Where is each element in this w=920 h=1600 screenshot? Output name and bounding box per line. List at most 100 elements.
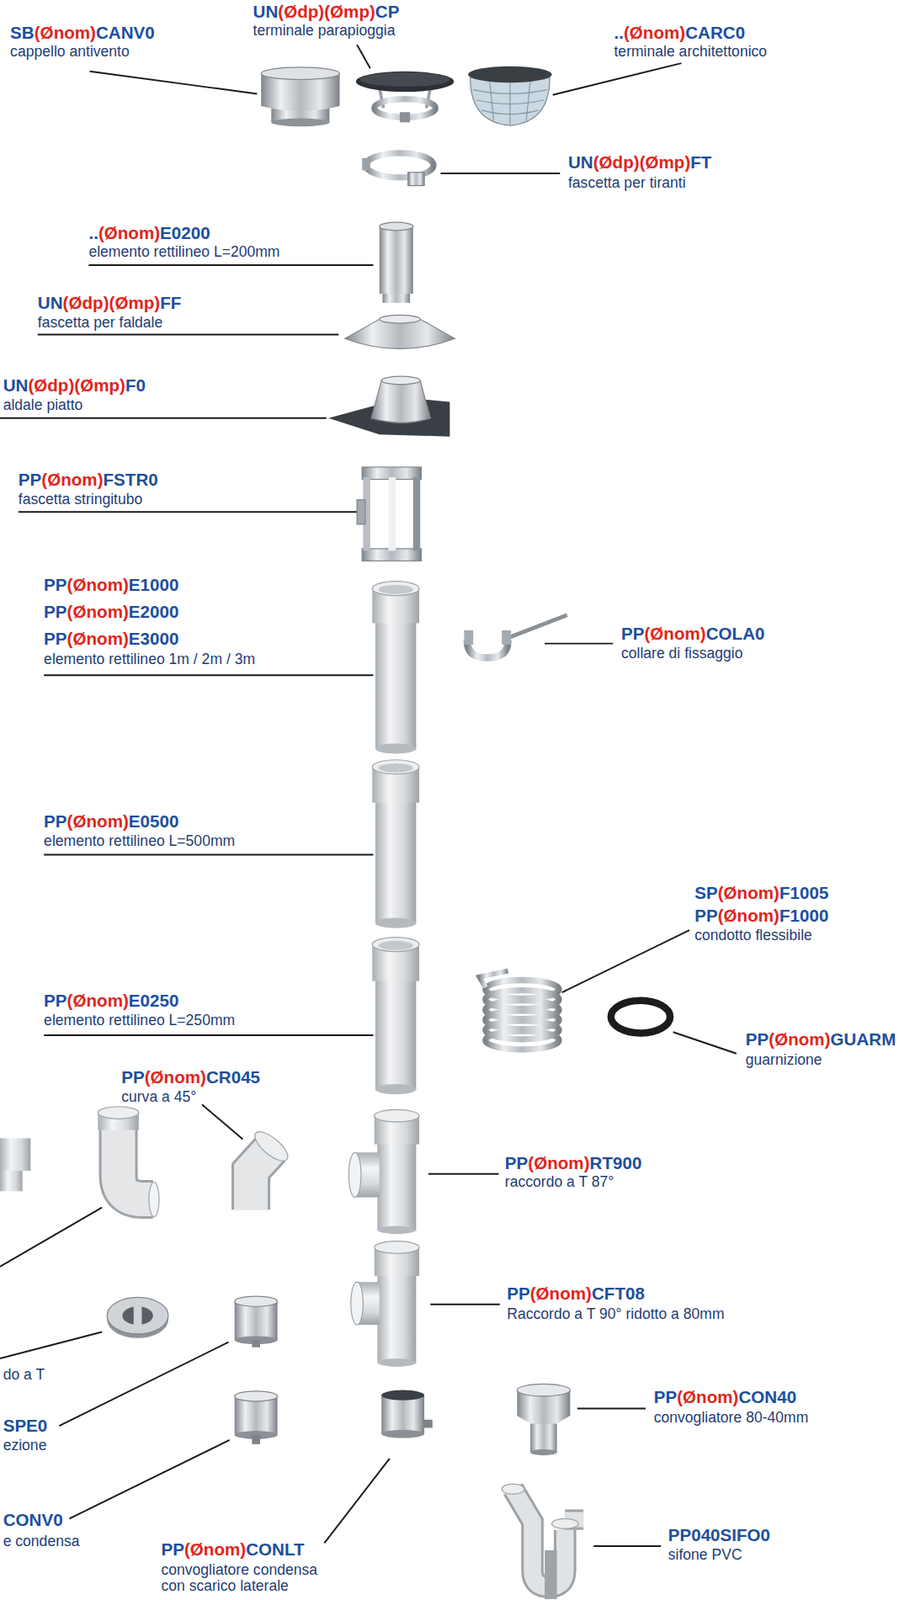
elbow-90: [97, 1106, 160, 1218]
size-variable: (Ønom): [527, 1153, 590, 1173]
fixing-collar: [463, 615, 567, 659]
code-part: E3000: [128, 628, 180, 649]
reducer-partial: [0, 1138, 31, 1192]
part-description: guarnizione: [745, 1052, 823, 1069]
code-part: GUARM: [830, 1030, 897, 1050]
part-description: fascetta per faldale: [37, 314, 163, 331]
code-part: CR045: [206, 1067, 261, 1087]
size-variable: (Ødp): [277, 1, 325, 22]
part-code: PP(Ønom)E3000: [43, 628, 179, 650]
size-variable: (Ønom): [67, 991, 129, 1011]
part-description: convogliatore condensa: [160, 1562, 318, 1579]
flat-flashing: [328, 376, 450, 437]
part-description: collare di fissaggio: [621, 645, 744, 662]
part-description: condotto flessibile: [694, 928, 813, 945]
code-part: E1000: [128, 574, 180, 595]
part-code: PP(Ønom)CR045: [121, 1067, 261, 1089]
tie-clamp: [361, 153, 434, 187]
code-part: PP: [621, 623, 644, 644]
part-description: e condensa: [3, 1534, 80, 1551]
gasket: [611, 1000, 671, 1034]
size-variable: (Ønom): [530, 1283, 592, 1303]
code-part: PP: [43, 602, 67, 623]
part-description: ezione: [3, 1438, 48, 1455]
code-part: UN: [3, 376, 29, 396]
code-part: PP: [43, 628, 67, 649]
size-variable: (Ønom): [768, 1030, 830, 1050]
part-code: PP(Ønom)CONLT: [160, 1539, 304, 1561]
code-part: F0: [125, 376, 146, 396]
code-part: FT: [690, 153, 712, 173]
flashing-collar: [345, 314, 456, 349]
part-description: do a T: [3, 1367, 46, 1384]
pipe-clamp-band: [356, 467, 421, 561]
code-part: SP: [694, 882, 718, 903]
part-code: CONV0: [3, 1510, 64, 1532]
architectural-cap: [467, 66, 552, 126]
code-part: F1005: [779, 882, 829, 903]
code-part: PP: [43, 574, 67, 595]
reducer-80-40: [516, 1383, 570, 1456]
code-part: PP: [505, 1153, 528, 1173]
part-code: PP(Ønom)GUARM: [745, 1030, 897, 1052]
code-part: PP040SIFO0: [668, 1526, 771, 1546]
code-part: CON40: [738, 1387, 797, 1408]
part-code: SB(Ønom)CANV0: [10, 23, 155, 45]
part-description: elemento rettilineo L=250mm: [43, 1012, 235, 1029]
code-part: CARC0: [685, 23, 745, 43]
code-part: RT900: [590, 1153, 643, 1173]
code-part: PP: [18, 469, 42, 490]
part-description: fascetta stringitubo: [18, 491, 143, 508]
part-code: ..(Ønom)CARC0: [613, 23, 745, 45]
part-description: Raccordo a T 90° ridotto a 80mm: [506, 1306, 724, 1323]
part-description: elemento rettilineo L=500mm: [43, 833, 235, 850]
code-part: UN: [568, 153, 594, 173]
size-variable: (Ødp): [593, 153, 640, 173]
size-variable: (Ønom): [144, 1067, 207, 1087]
cap-disc: [106, 1297, 169, 1338]
size-variable: (Ønom): [67, 602, 129, 623]
code-part: FSTR0: [103, 469, 159, 490]
part-description: raccordo a T 87°: [505, 1175, 614, 1192]
leader-lines: [0, 44, 737, 1547]
code-part: PP: [506, 1283, 530, 1303]
part-code: ..(Ønom)E0200: [88, 223, 210, 245]
part-code: SPE0: [3, 1416, 48, 1438]
code-part: F1000: [779, 906, 829, 926]
size-variable: (Ønom): [184, 1539, 246, 1559]
code-part: PP: [654, 1387, 677, 1408]
size-variable: (Ønom): [643, 623, 706, 644]
part-code: SP(Ønom)F1005: [694, 882, 829, 905]
straight-element: [379, 222, 414, 304]
size-variable: (Ønom): [41, 469, 103, 490]
code-part: PP: [160, 1539, 184, 1559]
size-variable: (Ønom): [67, 811, 129, 831]
part-code: UN(Ødp)(Ømp)FT: [568, 153, 713, 175]
part-code: PP(Ønom)E2000: [43, 602, 179, 624]
part-code: PP(Ønom)CON40: [654, 1387, 797, 1410]
code-part: COLA0: [706, 623, 766, 644]
part-code: PP(Ønom)COLA0: [621, 623, 766, 645]
wind-cap: [260, 67, 340, 127]
part-code: PP(Ønom)FSTR0: [18, 469, 159, 491]
part-code: PP(Ønom)F1000: [694, 906, 829, 928]
plastic-pipes: [372, 581, 420, 1096]
code-part: CFT08: [591, 1283, 645, 1303]
flexible-duct: [479, 971, 560, 1050]
code-part: CONLT: [245, 1539, 304, 1559]
part-code: PP(Ønom)E1000: [43, 574, 179, 596]
size-variable: (Ønom): [623, 23, 686, 43]
code-part: E2000: [128, 602, 180, 623]
size-variable: (Ønom): [67, 574, 129, 595]
code-part: PP: [121, 1067, 144, 1087]
code-part: FF: [159, 293, 181, 314]
condensate-cups: [234, 1296, 433, 1445]
size-variable: (Ømp): [639, 153, 692, 173]
part-code: PP(Ønom)E0250: [43, 991, 179, 1013]
code-part: PP: [43, 991, 67, 1011]
code-part: CANV0: [95, 23, 155, 43]
size-variable: (Ønom): [676, 1387, 739, 1408]
size-variable: (Ømp): [324, 1, 376, 22]
